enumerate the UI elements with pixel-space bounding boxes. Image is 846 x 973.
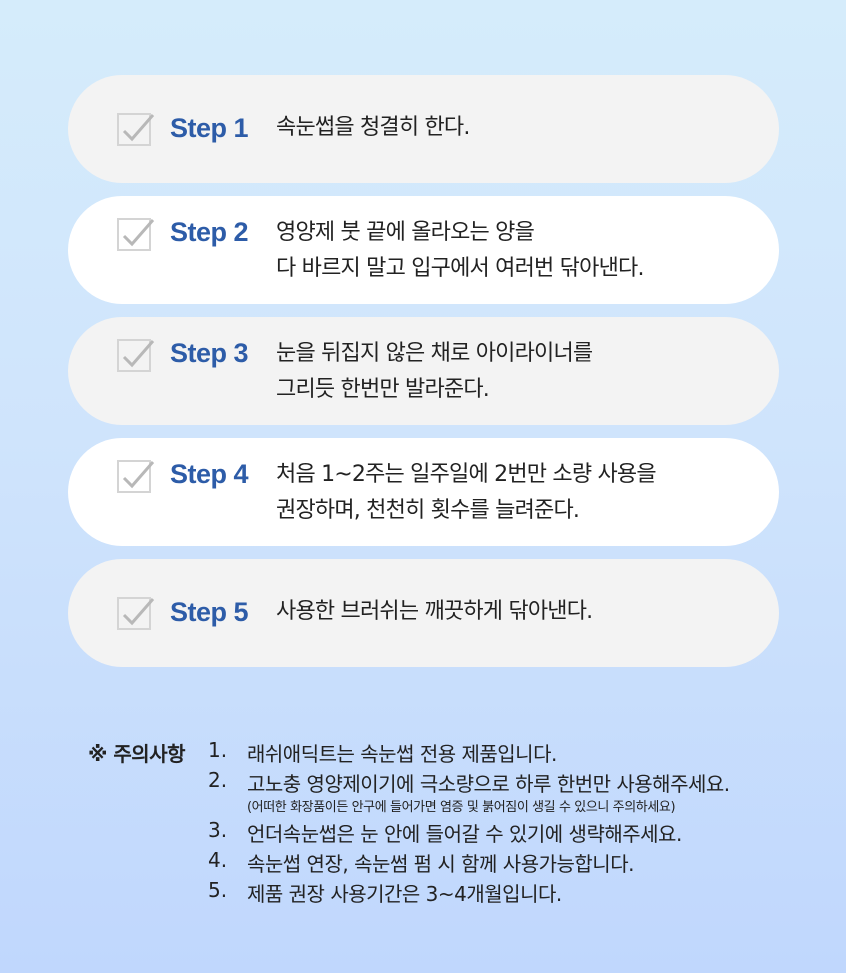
notice-text: 속눈썹 연장, 속눈썸 펌 시 함께 사용가능합니다. xyxy=(247,852,634,876)
notice-number: 1. xyxy=(208,738,228,762)
notice-number: 4. xyxy=(208,848,228,872)
step-text: 눈을 뒤집지 않은 채로 아이라이너를 그리듯 한번만 발라준다. xyxy=(276,336,593,408)
checkbox-checked-icon xyxy=(117,597,155,630)
notice-item: 5. 제품 권장 사용기간은 3~4개월입니다. xyxy=(208,878,808,908)
step-text: 영양제 붓 끝에 올라오는 양을 다 바르지 말고 입구에서 여러번 닦아낸다. xyxy=(276,215,644,287)
steps-list: Step 1 속눈썹을 청결히 한다. Step 2 영양제 붓 끝에 올라오는… xyxy=(68,75,779,680)
step-label: Step 2 xyxy=(170,217,249,247)
notice-item: 3. 언더속눈썹은 눈 안에 들어갈 수 있기에 생략해주세요. xyxy=(208,818,808,848)
step-text-line: 눈을 뒤집지 않은 채로 아이라이너를 xyxy=(276,341,593,366)
notice-number: 5. xyxy=(208,878,228,902)
checkbox-checked-icon xyxy=(117,460,155,493)
notice-number: 2. xyxy=(208,768,228,792)
step-text-line: 그리듯 한번만 발라준다. xyxy=(276,377,490,402)
step-text-line: 처음 1~2주는 일주일에 2번만 소량 사용을 xyxy=(276,462,657,487)
notice-item: 2. 고노충 영양제이기에 극소량으로 하루 한번만 사용해주세요. (어떠한 … xyxy=(208,768,808,818)
step-text-line: 사용한 브러쉬는 깨끗하게 닦아낸다. xyxy=(276,599,593,624)
step-card-2: Step 2 영양제 붓 끝에 올라오는 양을 다 바르지 말고 입구에서 여러… xyxy=(68,196,779,304)
notice-item: 1. 래쉬애딕트는 속눈썹 전용 제품입니다. xyxy=(208,738,808,768)
step-label: Step 4 xyxy=(170,459,249,489)
step-card-4: Step 4 처음 1~2주는 일주일에 2번만 소량 사용을 권장하며, 천천… xyxy=(68,438,779,546)
step-text-line: 속눈썹을 청결히 한다. xyxy=(276,115,470,140)
notice-text: 제품 권장 사용기간은 3~4개월입니다. xyxy=(247,882,562,906)
step-text-line: 권장하며, 천천히 횟수를 늘려준다. xyxy=(276,498,580,523)
step-text-line: 영양제 붓 끝에 올라오는 양을 xyxy=(276,220,535,245)
step-label: Step 5 xyxy=(170,597,249,627)
notice-text: 래쉬애딕트는 속눈썹 전용 제품입니다. xyxy=(247,742,557,766)
checkbox-checked-icon xyxy=(117,113,155,146)
checkbox-checked-icon xyxy=(117,218,155,251)
notice-item: 4. 속눈썹 연장, 속눈썸 펌 시 함께 사용가능합니다. xyxy=(208,848,808,878)
step-text-line: 다 바르지 말고 입구에서 여러번 닦아낸다. xyxy=(276,256,644,281)
notice-text: 언더속눈썹은 눈 안에 들어갈 수 있기에 생략해주세요. xyxy=(247,822,682,846)
step-text: 사용한 브러쉬는 깨끗하게 닦아낸다. xyxy=(276,594,593,630)
step-text: 처음 1~2주는 일주일에 2번만 소량 사용을 권장하며, 천천히 횟수를 늘… xyxy=(276,457,657,529)
notice-number: 3. xyxy=(208,818,228,842)
notice-text: 고노충 영양제이기에 극소량으로 하루 한번만 사용해주세요. xyxy=(247,772,730,796)
notice-list: 1. 래쉬애딕트는 속눈썹 전용 제품입니다. 2. 고노충 영양제이기에 극소… xyxy=(208,738,808,908)
notice-title: ※ 주의사항 xyxy=(88,742,186,766)
step-card-5: Step 5 사용한 브러쉬는 깨끗하게 닦아낸다. xyxy=(68,559,779,667)
step-card-1: Step 1 속눈썹을 청결히 한다. xyxy=(68,75,779,183)
step-label: Step 1 xyxy=(170,113,249,143)
step-text: 속눈썹을 청결히 한다. xyxy=(276,110,470,146)
step-card-3: Step 3 눈을 뒤집지 않은 채로 아이라이너를 그리듯 한번만 발라준다. xyxy=(68,317,779,425)
checkbox-checked-icon xyxy=(117,339,155,372)
step-label: Step 3 xyxy=(170,338,249,368)
notice-subnote: (어떠한 화장품이든 안구에 들어가면 염증 및 붉어짐이 생길 수 있으니 주… xyxy=(247,800,676,815)
